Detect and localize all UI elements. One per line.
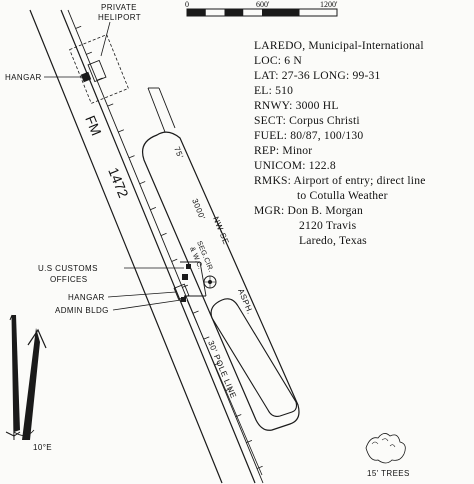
fence-tick (128, 155, 135, 159)
pole-line-label: 30' POLE LINE (206, 339, 238, 400)
runway-width-label: 75' (172, 145, 185, 160)
heliport-label-line1: PRIVATE (101, 3, 137, 12)
admin-label: ADMIN BLDG (55, 306, 109, 315)
customs-label-line2: OFFICES (50, 275, 87, 284)
airport-lat-long: LAT: 27-36 LONG: 99-31 (254, 69, 381, 82)
fence-tick (192, 310, 199, 314)
customs-offices: U.S CUSTOMS OFFICES (38, 264, 191, 284)
airport-loc: LOC: 6 N (254, 54, 302, 67)
private-heliport: PRIVATE HELIPORT (69, 3, 141, 104)
fence-tick (246, 440, 253, 444)
airport-manager-1: MGR: Don B. Morgan (254, 204, 364, 217)
airport-manager-2: 2120 Travis (299, 219, 357, 232)
admin-building: ADMIN BLDG (55, 297, 186, 315)
airport-repair: REP: Minor (254, 144, 313, 157)
road-label-number: 1472 (105, 165, 132, 200)
customs-label-line1: U.S CUSTOMS (38, 264, 98, 273)
road-label-fm: FM (82, 113, 104, 138)
airport-name: LAREDO, Municipal-International (254, 39, 424, 52)
fence-tick (214, 362, 221, 366)
airport-remarks-1: RMKS: Airport of entry; direct line (254, 174, 426, 187)
fence-tick (171, 258, 178, 262)
north-arrow: 10°E (5, 314, 52, 452)
airport-elevation: EL: 510 (254, 84, 294, 97)
taxiway-north (147, 87, 176, 133)
segmented-circle-wind-cone: SEG.CIR. & W.C. (188, 240, 217, 289)
trees-label: 15' TREES (367, 469, 410, 478)
scale-bar: 0 600' 1200' (185, 0, 338, 17)
scale-label-zero: 0 (185, 0, 189, 9)
scale-label-end: 1200' (320, 0, 338, 9)
hangar-north: HANGAR (5, 71, 92, 83)
runway-length-label: 3000' (190, 197, 207, 221)
fence-tick (150, 207, 157, 211)
fence-tick (203, 336, 210, 340)
fence-tick (86, 51, 92, 55)
runway-direction-label: NW-SE (211, 215, 231, 246)
fence-tick (75, 25, 82, 29)
airport-runway: RNWY: 3000 HL (254, 99, 339, 112)
heliport-label-line2: HELIPORT (98, 13, 141, 22)
hangar-south-label: HANGAR (68, 293, 105, 302)
airport-remarks-2: to Cotulla Weather (297, 189, 388, 202)
fence-tick (256, 465, 263, 469)
fence-tick (139, 181, 146, 185)
fence-tick (107, 103, 114, 107)
airport-info-panel: LAREDO, Municipal-International LOC: 6 N… (254, 38, 470, 248)
fence-tick (118, 129, 125, 133)
scale-label-mid: 600' (256, 0, 270, 9)
airport-sectional: SECT: Corpus Christi (254, 114, 360, 127)
highway-fm-1472: FM 1472 (29, 9, 256, 484)
airport-manager-3: Laredo, Texas (299, 234, 367, 247)
hangar-south: HANGAR (68, 283, 190, 302)
fence-tick (160, 232, 167, 236)
airport-unicom: UNICOM: 122.8 (254, 159, 336, 172)
declination-label: 10°E (33, 443, 52, 452)
trees: 15' TREES (365, 433, 410, 478)
hangar-north-label: HANGAR (5, 73, 42, 82)
parallel-taxiway (210, 298, 298, 417)
airport-fuel: FUEL: 80/87, 100/130 (254, 129, 364, 142)
